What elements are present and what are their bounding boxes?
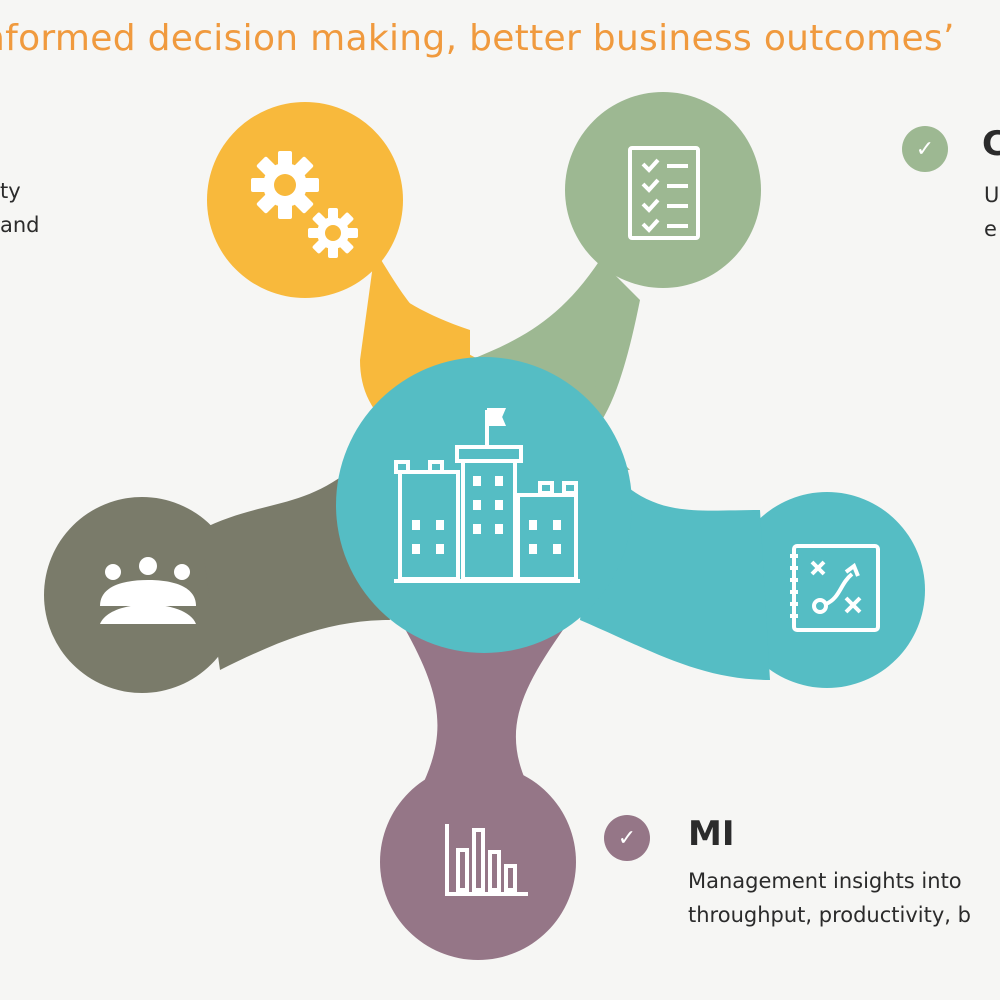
mi-heading: MI — [688, 814, 735, 854]
check-icon-green: ✓ — [902, 126, 948, 172]
bar-chart-icon — [445, 824, 528, 896]
top-right-desc-line-2: e — [984, 217, 997, 241]
teal-node — [580, 460, 925, 688]
strategy-board-icon — [790, 544, 880, 632]
left-desc-line-2: and — [0, 213, 40, 237]
mauve-node — [380, 620, 576, 960]
center-node — [336, 357, 632, 653]
page-title: nformed decision making, better business… — [0, 18, 955, 59]
top-right-heading: C — [982, 124, 1000, 164]
mi-desc-line-1: Management insights into — [688, 869, 962, 893]
top-right-desc-line-1: U — [984, 183, 1000, 207]
checklist-icon — [628, 146, 700, 240]
check-icon-mauve: ✓ — [604, 815, 650, 861]
building-icon — [394, 408, 580, 583]
mi-desc-line-2: throughput, productivity, b — [688, 903, 971, 927]
gears-icon — [251, 151, 358, 258]
left-desc-line-1: ty — [0, 179, 21, 203]
team-meeting-icon — [100, 557, 196, 624]
